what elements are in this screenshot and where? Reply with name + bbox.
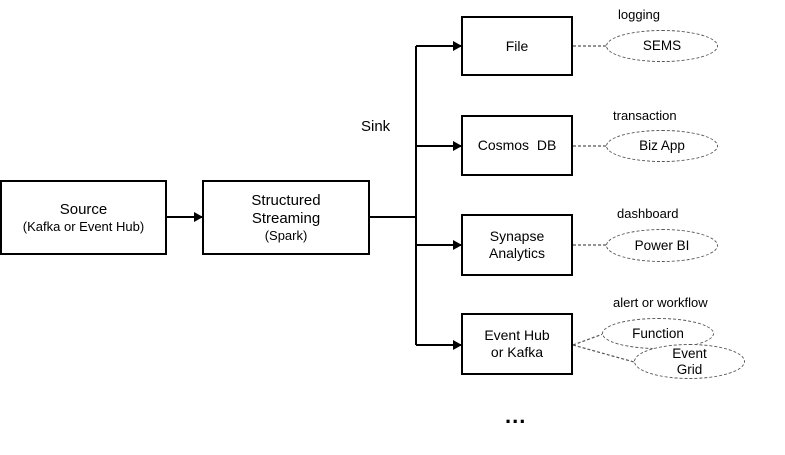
sink-eventhub-line-2: or Kafka: [490, 344, 544, 360]
target-biz-app-label: Biz App: [639, 138, 685, 154]
target-event-grid: Event Grid: [634, 344, 745, 379]
sink-synapse-line-1: Synapse: [489, 228, 545, 245]
target-sems: SEMS: [606, 30, 718, 62]
sink-box-event-hub-kafka: Event Hub or Kafka: [461, 313, 573, 375]
use-label-dashboard: dashboard: [617, 206, 679, 221]
sink-box-synapse-analytics: Synapse Analytics: [461, 214, 573, 276]
use-label-logging: logging: [618, 7, 660, 22]
sink-synapse-line-2: Analytics: [488, 245, 546, 261]
sink-cosmos-line-1: Cosmos DB: [477, 137, 557, 154]
engine-line-2: Streaming: [251, 209, 321, 227]
engine-line-1: Structured: [251, 191, 321, 209]
target-power-bi: Power BI: [606, 229, 718, 262]
target-biz-app: Biz App: [606, 130, 718, 162]
sink-box-cosmos-db: Cosmos DB: [461, 115, 573, 176]
source-subtitle: (Kafka or Event Hub): [22, 218, 145, 234]
engine-line-3: (Spark): [264, 227, 308, 243]
use-label-transaction: transaction: [613, 108, 677, 123]
use-label-alert-or-workflow: alert or workflow: [613, 295, 708, 310]
dashed-link-function: [572, 333, 604, 346]
source-box: Source (Kafka or Event Hub): [0, 180, 167, 255]
target-function-label: Function: [632, 325, 684, 341]
sink-file-line-1: File: [505, 37, 529, 54]
target-event-grid-label: Event Grid: [672, 345, 707, 377]
sink-box-file: File: [461, 16, 573, 76]
structured-streaming-box: Structured Streaming (Spark): [202, 180, 370, 255]
sink-label: Sink: [361, 118, 391, 135]
target-power-bi-label: Power BI: [634, 237, 690, 253]
dashed-link-event-grid: [572, 344, 635, 363]
source-title: Source: [59, 200, 108, 218]
sink-eventhub-line-1: Event Hub: [484, 327, 550, 344]
target-sems-label: SEMS: [642, 38, 682, 54]
more-ellipsis: ...: [505, 403, 527, 428]
